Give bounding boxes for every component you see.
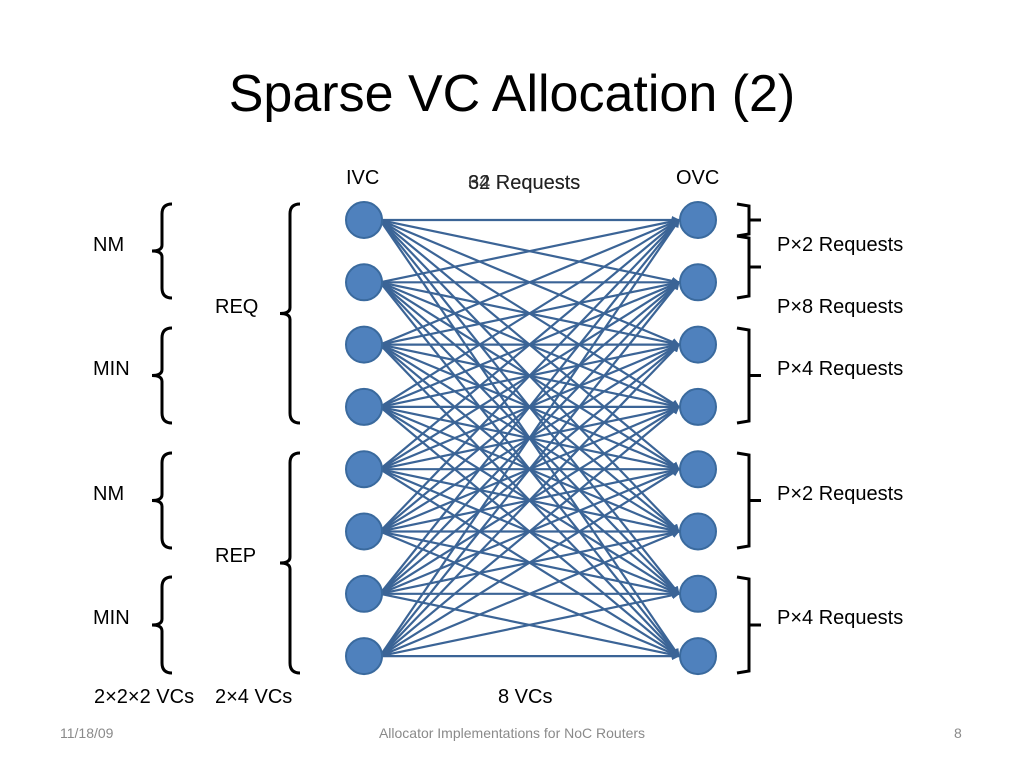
bracket-right-5 (736, 575, 761, 675)
edge-2-0 (379, 218, 680, 346)
brace-min-1 (151, 326, 173, 425)
edge-3-0 (379, 219, 680, 408)
brace-nm-1 (151, 202, 173, 300)
ivc-node-5 (345, 512, 383, 551)
ovc-node-0 (679, 201, 717, 239)
ovc-node-7 (679, 637, 717, 676)
requests-header-back: 64 Requests (468, 172, 581, 194)
edge-7-3 (379, 406, 680, 657)
ivc-node-2 (345, 325, 383, 364)
ivc-node-6 (345, 574, 383, 613)
bracket-right-4 (736, 451, 761, 550)
brace-req (279, 202, 301, 425)
right-label-2: P×8 Requests (777, 296, 904, 318)
label-min-1: MIN (93, 358, 130, 380)
right-label-5: P×4 Requests (777, 607, 904, 629)
edge-7-6 (379, 591, 680, 658)
edge-1-0 (379, 217, 680, 284)
ivc-node-7 (345, 637, 383, 676)
footer-title: Allocator Implementations for NoC Router… (378, 725, 646, 741)
label-rep: REP (215, 545, 257, 567)
label-nm-2: NM (93, 483, 125, 505)
bottom-label-middle: 2×4 VCs (215, 686, 293, 708)
right-label-4: P×2 Requests (777, 483, 904, 505)
brace-nm-2 (151, 451, 173, 550)
edge-6-0 (379, 219, 680, 595)
edge-7-5 (379, 530, 680, 658)
ovc-header: OVC (676, 167, 720, 189)
bottom-label-outer: 2×2×2 VCs (94, 686, 195, 708)
ovc-node-3 (679, 387, 717, 426)
brackets (151, 202, 761, 675)
bracket-right-2 (736, 234, 761, 300)
right-label-3: P×4 Requests (777, 358, 904, 380)
connection-edges (379, 216, 680, 661)
ivc-node-4 (345, 450, 383, 489)
ivc-node-0 (345, 201, 383, 239)
vc-nodes (345, 201, 717, 676)
edge-4-0 (379, 219, 680, 471)
edge-7-4 (379, 468, 680, 658)
right-label-1: P×2 Requests (777, 234, 904, 256)
edge-7-0 (379, 219, 680, 657)
label-nm-1: NM (93, 234, 125, 256)
requests-header-front: 32 Requests (468, 172, 581, 194)
bottom-label-center: 8 VCs (498, 686, 553, 708)
ivc-node-1 (345, 263, 383, 302)
bracket-right-1 (736, 202, 761, 238)
edge-5-0 (379, 219, 680, 533)
footer-page-number: 8 (954, 725, 962, 741)
label-req: REQ (215, 296, 259, 318)
ovc-node-4 (679, 450, 717, 489)
edge-7-2 (379, 343, 680, 657)
brace-min-2 (151, 575, 173, 675)
footer-date: 11/18/09 (60, 725, 114, 741)
ovc-node-1 (679, 263, 717, 302)
bracket-right-3 (736, 326, 761, 425)
ivc-node-3 (345, 387, 383, 426)
edge-7-1 (379, 281, 680, 657)
slide-title: Sparse VC Allocation (2) (228, 65, 796, 123)
brace-rep (279, 451, 301, 675)
ovc-node-5 (679, 512, 717, 551)
ovc-node-2 (679, 325, 717, 364)
label-min-2: MIN (93, 607, 130, 629)
ivc-header: IVC (346, 167, 380, 189)
ovc-node-6 (679, 574, 717, 613)
